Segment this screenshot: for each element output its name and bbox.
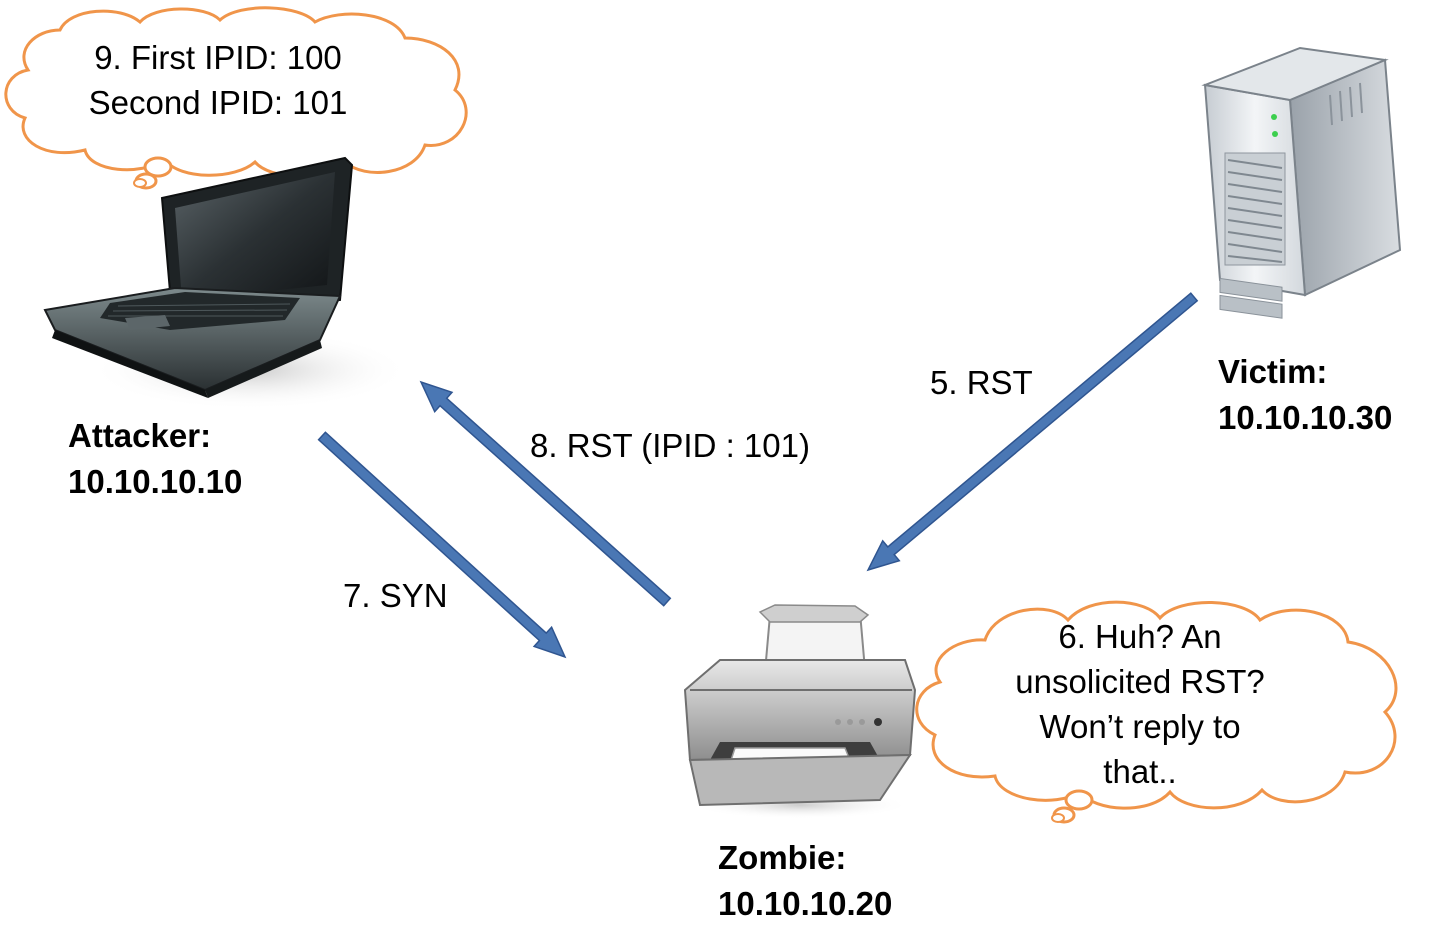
zombie-thought-cloud	[915, 600, 1398, 824]
arrow-label-rst-zombie: 8. RST (IPID : 101)	[530, 427, 810, 464]
arrow-attacker-to-zombie	[317, 431, 567, 659]
server-icon	[1201, 46, 1402, 319]
zombie-thought-text: 6. Huh? An unsolicited RST? Won’t reply …	[990, 614, 1290, 794]
victim-label: Victim: 10.10.10.30	[1218, 349, 1392, 441]
zombie-ip: 10.10.10.20	[718, 885, 893, 922]
arrow-layer	[317, 292, 1199, 659]
victim-ip: 10.10.10.30	[1218, 399, 1393, 436]
printer-icon	[683, 604, 917, 819]
thought-line: Second IPID: 101	[88, 84, 348, 121]
arrow-label-rst-victim: 5. RST	[930, 364, 1033, 401]
thought-line: 6. Huh? An	[1058, 618, 1222, 655]
attacker-thought-cloud	[4, 6, 468, 190]
thought-line: that..	[1103, 753, 1177, 790]
arrow-label-syn: 7. SYN	[343, 577, 448, 614]
attacker-ip: 10.10.10.10	[68, 463, 243, 500]
laptop-icon	[43, 156, 410, 410]
thought-line: 9. First IPID: 100	[94, 39, 342, 76]
attacker-title: Attacker:	[68, 417, 212, 454]
attacker-label: Attacker: 10.10.10.10	[68, 413, 242, 505]
arrow-zombie-to-attacker	[419, 380, 672, 607]
zombie-title: Zombie:	[718, 839, 847, 876]
cloud-shape	[915, 600, 1398, 810]
victim-title: Victim:	[1218, 353, 1328, 390]
zombie-label: Zombie: 10.10.10.20	[718, 835, 892, 927]
thought-line: Won’t reply to	[1039, 708, 1241, 745]
cloud-shape	[4, 6, 468, 178]
arrow-victim-to-zombie	[866, 292, 1199, 572]
thought-line: unsolicited RST?	[1015, 663, 1265, 700]
attacker-thought-text: 9. First IPID: 100 Second IPID: 101	[58, 35, 378, 125]
